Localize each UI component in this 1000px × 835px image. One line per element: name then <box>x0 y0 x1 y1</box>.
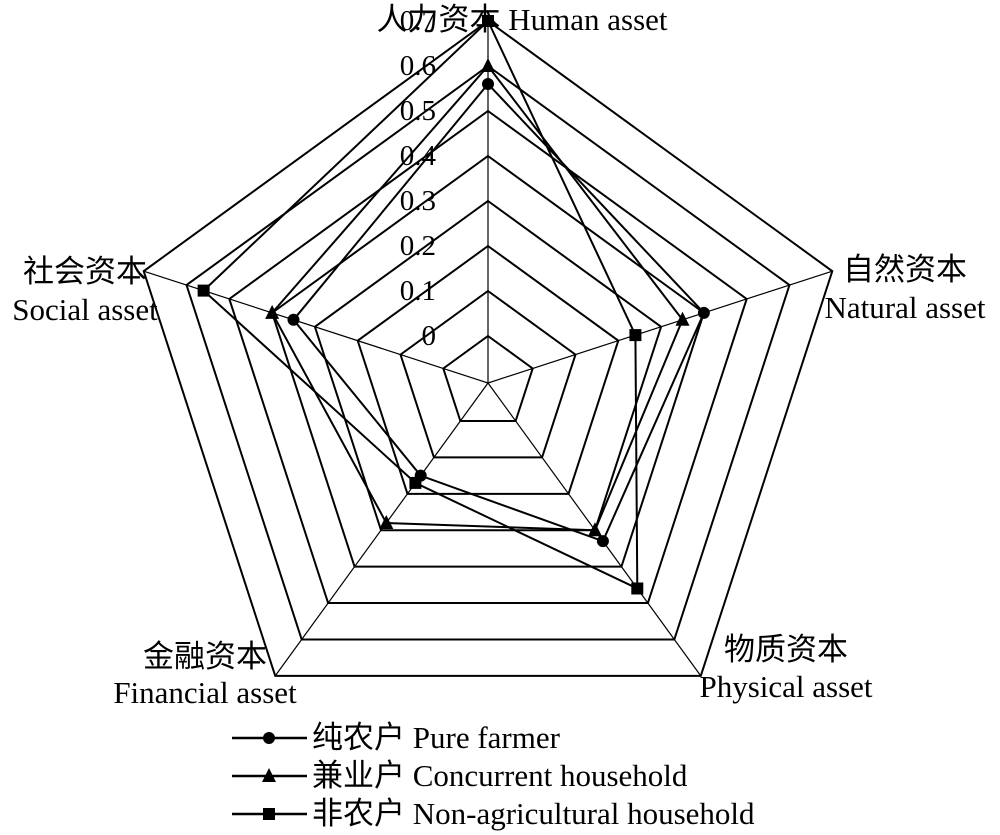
data-point-circle <box>697 306 710 319</box>
tick-label: 0.5 <box>400 95 436 127</box>
tick-label: 0.6 <box>400 50 436 82</box>
radar-spokes <box>143 21 833 677</box>
axis-label-cn: 社会资本 <box>23 254 147 289</box>
grid-ring <box>142 19 834 677</box>
radar-grid <box>142 19 834 677</box>
series-line <box>270 64 684 532</box>
data-point-triangle <box>379 514 394 529</box>
grid-ring <box>442 334 534 423</box>
series-triangle <box>265 58 690 537</box>
legend-marker-square <box>263 808 275 820</box>
data-point-square <box>197 284 210 297</box>
axis-label: 人力资本 Human asset <box>376 2 667 37</box>
legend-item: 兼业户 Concurrent household <box>232 758 688 793</box>
series-line <box>292 82 706 543</box>
legend-marker-circle <box>263 732 275 744</box>
series-circle <box>287 78 710 548</box>
series-line <box>202 19 639 591</box>
axis-label-en: Natural asset <box>825 290 986 325</box>
tick-label: 0.2 <box>400 230 436 262</box>
legend-marker-triangle <box>262 768 276 782</box>
tick-label: 0.3 <box>400 185 436 217</box>
tick-label: 0.7 <box>400 5 436 37</box>
grid-ring <box>185 64 791 641</box>
data-point-circle <box>287 313 300 326</box>
grid-ring <box>313 199 663 532</box>
grid-ring <box>399 289 577 459</box>
legend-item: 非农户 Non-agricultural household <box>232 796 755 831</box>
legend-item: 纯农户 Pure farmer <box>232 720 561 755</box>
data-point-triangle <box>587 522 602 537</box>
axis-label-cn: 物质资本 <box>724 632 848 667</box>
grid-ring <box>270 154 706 568</box>
axis-label-cn: 自然资本 <box>843 252 967 287</box>
series-square <box>197 15 644 595</box>
tick-label: 0.1 <box>400 275 436 307</box>
tick-label: 0 <box>422 320 437 352</box>
legend-label: 兼业户 Concurrent household <box>312 758 688 793</box>
tick-label: 0.4 <box>400 140 437 172</box>
axis-label-en: Financial asset <box>113 675 297 710</box>
data-point-triangle <box>265 304 280 319</box>
axis-spoke <box>143 270 489 384</box>
data-point-circle <box>482 78 494 90</box>
data-point-triangle <box>481 58 495 72</box>
legend-label: 非农户 Non-agricultural household <box>312 796 755 831</box>
grid-ring <box>356 244 620 495</box>
tick-labels: 0 0.1 0.2 0.3 0.4 0.5 0.6 0.7 <box>400 5 437 352</box>
axis-label-en: Physical asset <box>699 669 872 704</box>
data-point-square <box>409 476 422 489</box>
data-point-square <box>631 582 644 595</box>
axis-label-cn: 金融资本 <box>143 639 267 674</box>
series-layer <box>197 15 710 595</box>
data-point-triangle <box>675 311 690 326</box>
axis-label-en: Social asset <box>12 292 158 327</box>
legend-label: 纯农户 Pure farmer <box>312 720 561 755</box>
data-point-square <box>629 329 642 342</box>
axis-spoke <box>487 270 833 384</box>
data-point-circle <box>596 535 609 548</box>
data-point-square <box>482 15 494 27</box>
grid-ring <box>228 109 748 605</box>
axis-spoke <box>274 382 489 677</box>
